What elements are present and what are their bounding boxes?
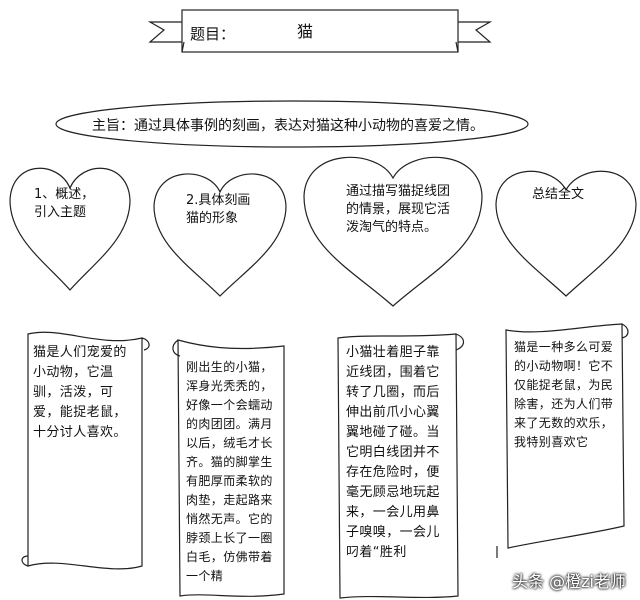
heart-scene	[303, 156, 483, 307]
heart-intro-text: 1、概述，引入主题	[34, 187, 95, 220]
scroll-scene	[337, 333, 465, 599]
theme-ellipse	[55, 100, 529, 148]
title-value: 猫	[297, 22, 314, 41]
heart-summary	[495, 170, 637, 297]
scroll-summary	[496, 323, 629, 558]
scroll-intro	[21, 331, 150, 570]
theme-text: 主旨：通过具体事例的刻画，表达对猫这种小动物的喜爱之情。	[92, 118, 484, 134]
banner-left-tail	[147, 21, 184, 43]
heart-depict-text: 2.具体刻画猫的形象	[186, 193, 251, 226]
banner-main	[181, 9, 459, 53]
watermark: 头条 @橙zi老师	[512, 572, 626, 591]
heart-depict	[153, 173, 287, 297]
scroll-summary-text: 猫是一种多么可爱的小动物啊！它不仅能捉老鼠，为民除害，还为人们带来了无数的欢乐，…	[514, 340, 614, 449]
scroll-intro-text: 猫是人们宠爱的小动物，它温驯，活泼，可爱，能捉老鼠，十分讨人喜欢。	[33, 345, 127, 440]
banner-right-tail	[456, 21, 493, 43]
scroll-depict	[172, 339, 285, 597]
heart-intro	[9, 167, 131, 291]
scroll-depict-text: 刚出生的小猫，浑身光秃秃的，好像一个会蠕动的肉团团。满月以后，绒毛才长齐。猫的脚…	[186, 360, 273, 583]
title-banner	[147, 9, 493, 53]
scroll-scene-text: 小猫壮着胆子靠近线团，围着它转了几圈，而后伸出前爪小心翼翼地碰了碰。当它明白线团…	[346, 345, 440, 560]
heart-scene-text: 通过描写猫捉线团的情景，展现它活泼淘气的特点。	[346, 184, 451, 235]
banner-fold-right	[455, 41, 459, 53]
heart-summary-text: 总结全文	[532, 187, 585, 202]
banner-fold-left	[181, 41, 185, 53]
title-label: 题目：	[190, 25, 236, 43]
